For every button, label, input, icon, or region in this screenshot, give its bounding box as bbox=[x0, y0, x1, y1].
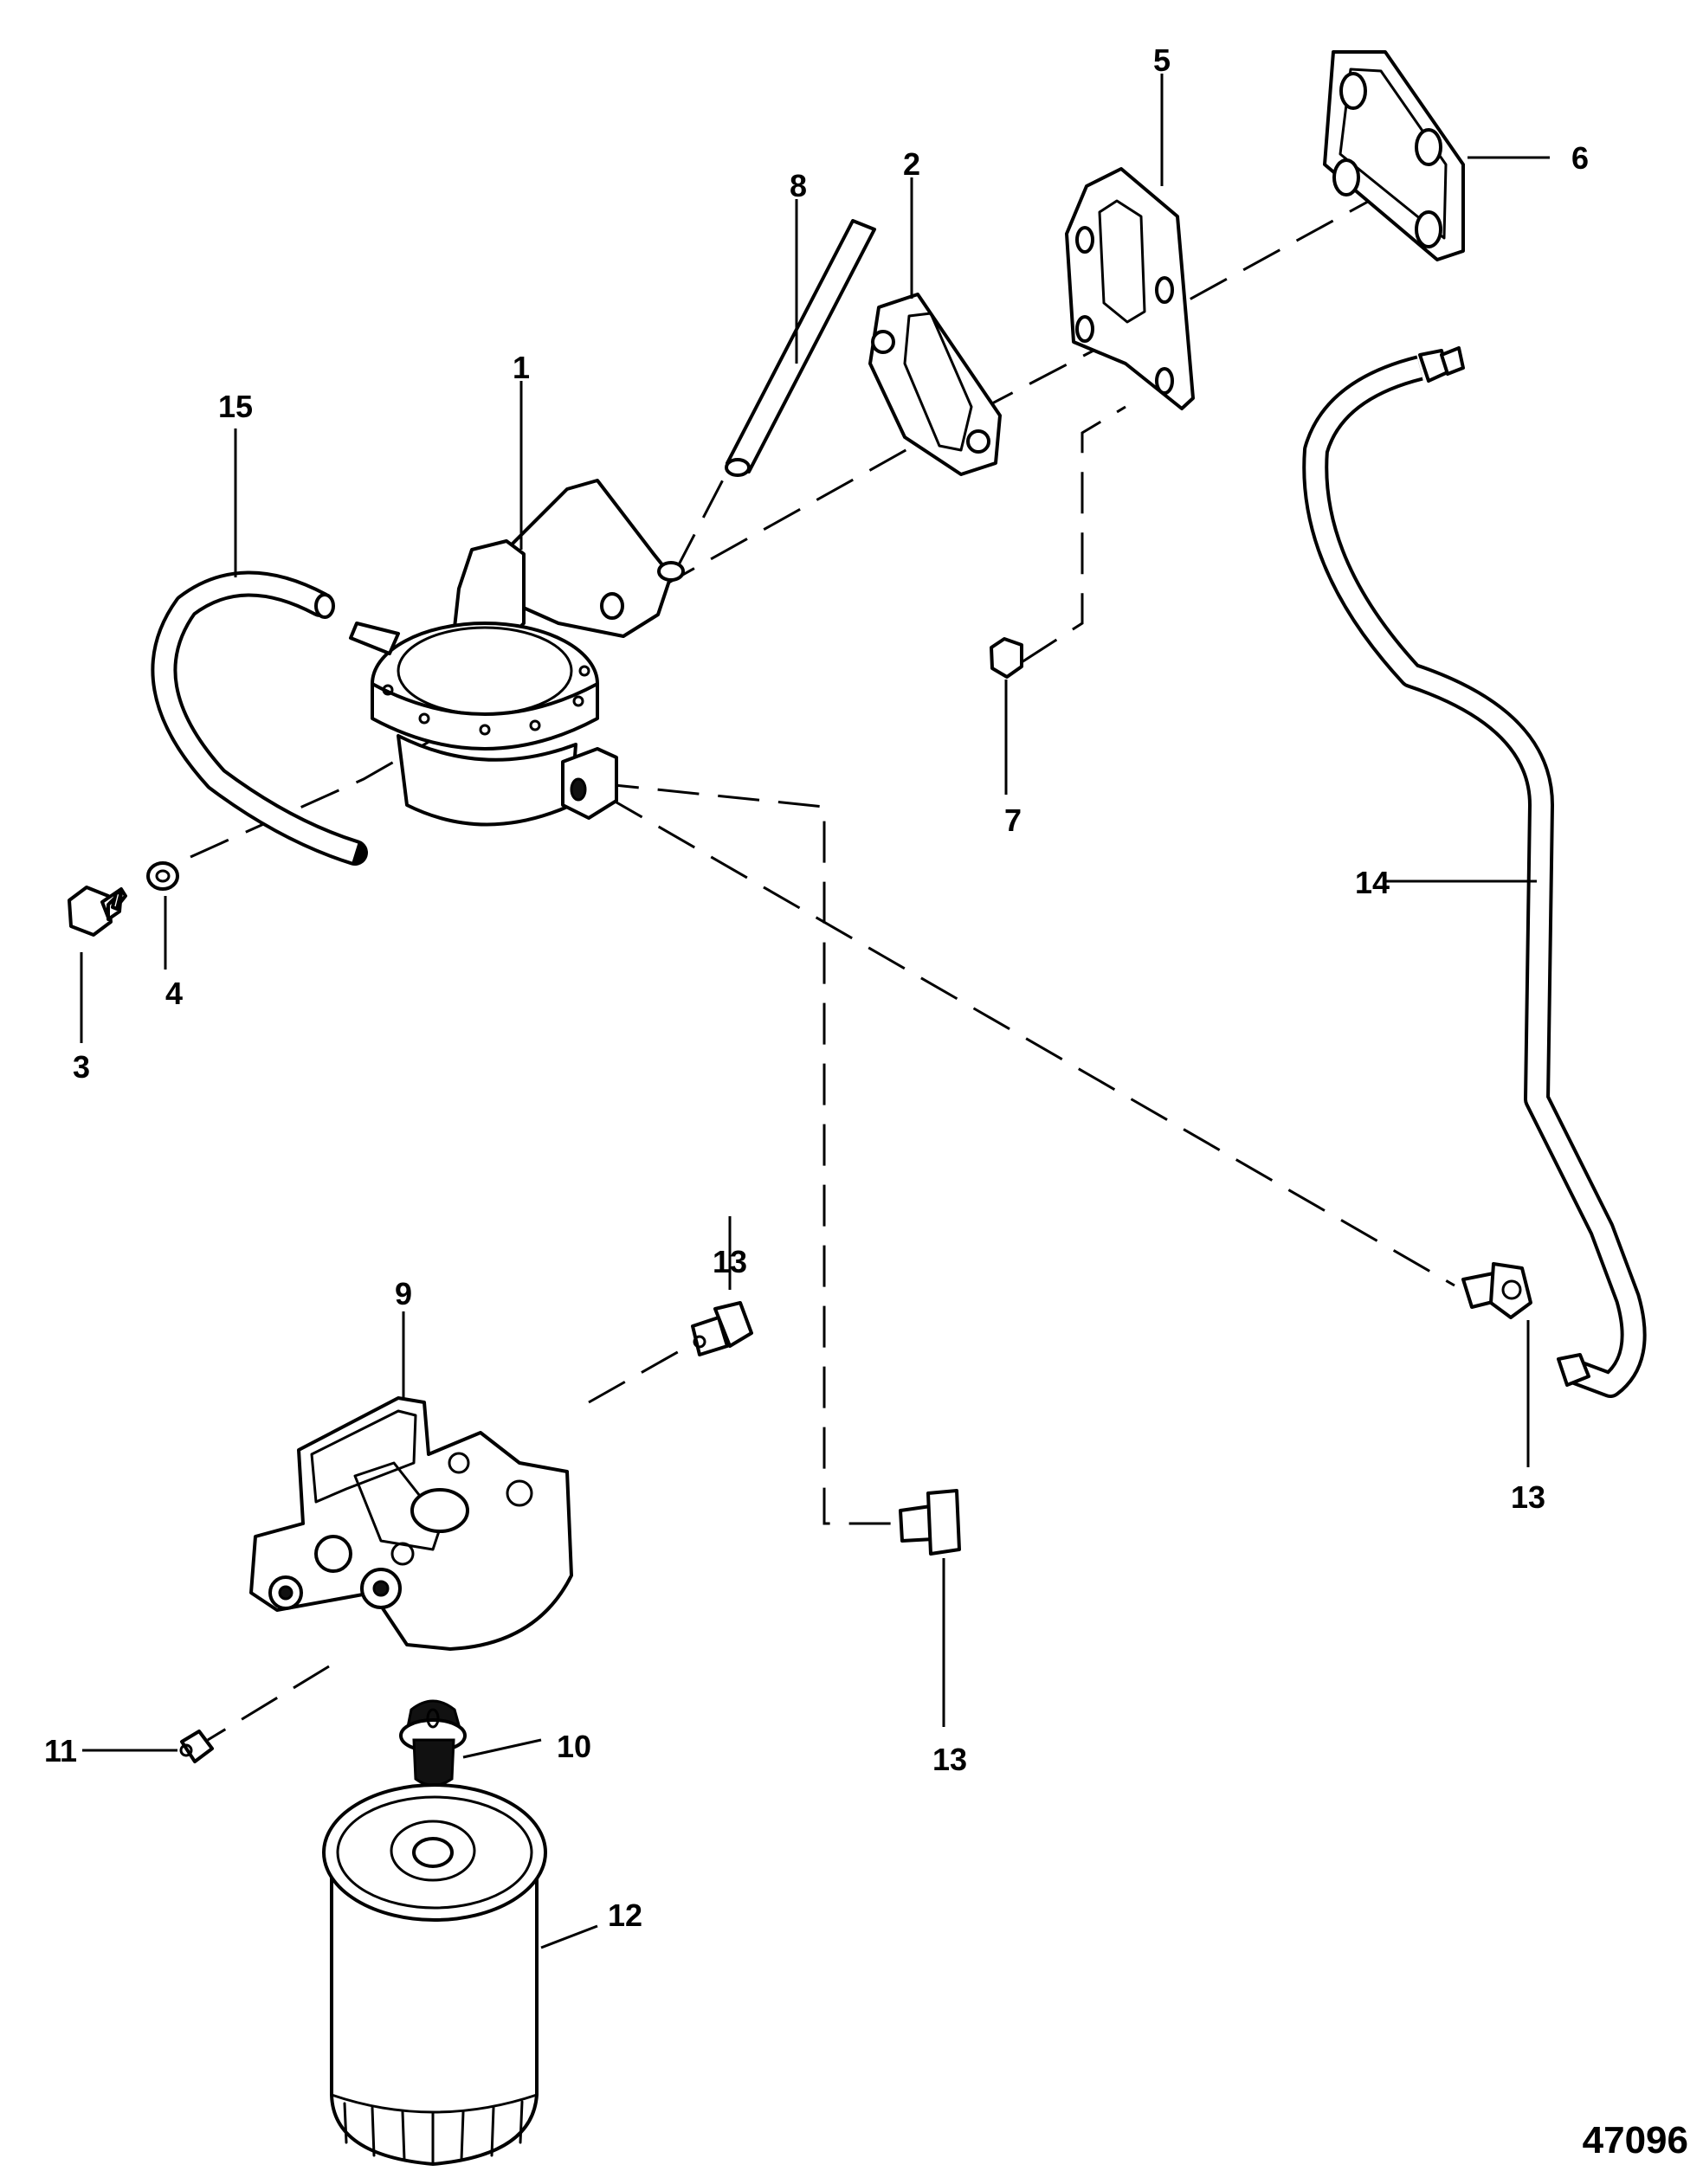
callout-6: 6 bbox=[1571, 140, 1589, 176]
leader-lines bbox=[80, 74, 1550, 1949]
callout-4: 4 bbox=[165, 976, 183, 1011]
figure-id: 47096 bbox=[1583, 2119, 1688, 2161]
part-8-hose[interactable] bbox=[725, 219, 876, 477]
filter-grip-ribs bbox=[330, 2093, 539, 2164]
callout-9: 9 bbox=[395, 1276, 412, 1311]
assembly-line-plug11 bbox=[207, 1665, 330, 1742]
callout-5: 5 bbox=[1153, 42, 1171, 78]
part-7-nut[interactable] bbox=[990, 637, 1023, 679]
part-9-filter-base[interactable] bbox=[249, 1396, 573, 1651]
callouts: 1 2 3 4 5 6 7 8 9 10 11 12 13 13 13 14 1… bbox=[44, 42, 1589, 1933]
assembly-line-hose8 bbox=[674, 462, 733, 572]
callout-15: 15 bbox=[218, 389, 253, 424]
assembly-line-pump-to-plug13 bbox=[597, 782, 900, 1525]
part-14-fuel-line[interactable] bbox=[1302, 346, 1647, 1398]
callout-10: 10 bbox=[557, 1729, 591, 1764]
assembly-line-base-to-fitting13 bbox=[588, 1344, 689, 1404]
part-10-adaptor[interactable] bbox=[399, 1699, 467, 1787]
part-11-plug[interactable] bbox=[179, 1730, 214, 1763]
part-3-bolt[interactable] bbox=[68, 886, 127, 937]
callout-2: 2 bbox=[903, 146, 920, 182]
callout-12: 12 bbox=[608, 1897, 642, 1933]
part-5-mounting-plate[interactable] bbox=[1065, 167, 1195, 410]
assembly-line-pump-to-gasket6 bbox=[657, 171, 1421, 590]
part-13-fitting-upper[interactable] bbox=[691, 1301, 753, 1356]
part-15-hose[interactable] bbox=[151, 570, 368, 866]
callout-13-upper: 13 bbox=[713, 1244, 747, 1279]
callout-8: 8 bbox=[790, 168, 807, 203]
callout-11: 11 bbox=[44, 1733, 77, 1768]
part-2-gasket[interactable] bbox=[868, 293, 1002, 476]
part-6-gasket[interactable] bbox=[1323, 50, 1465, 261]
assembly-line-nut7 bbox=[1021, 405, 1126, 664]
part-12-fuel-filter[interactable] bbox=[322, 1783, 547, 2166]
callout-14: 14 bbox=[1355, 865, 1390, 900]
part-4-washer[interactable] bbox=[146, 861, 179, 891]
part-13-plug-lower[interactable] bbox=[899, 1489, 961, 1556]
diaphragm-screws bbox=[382, 665, 590, 736]
part-13-fitting-right[interactable] bbox=[1461, 1262, 1532, 1319]
callout-13-lower: 13 bbox=[932, 1742, 967, 1777]
assembly-line-pump-to-fitting13 bbox=[605, 795, 1455, 1287]
callout-13-right: 13 bbox=[1511, 1479, 1545, 1515]
callout-7: 7 bbox=[1004, 802, 1022, 838]
callout-1: 1 bbox=[513, 350, 530, 385]
part-1-fuel-pump[interactable] bbox=[349, 479, 685, 827]
callout-3: 3 bbox=[73, 1049, 90, 1085]
